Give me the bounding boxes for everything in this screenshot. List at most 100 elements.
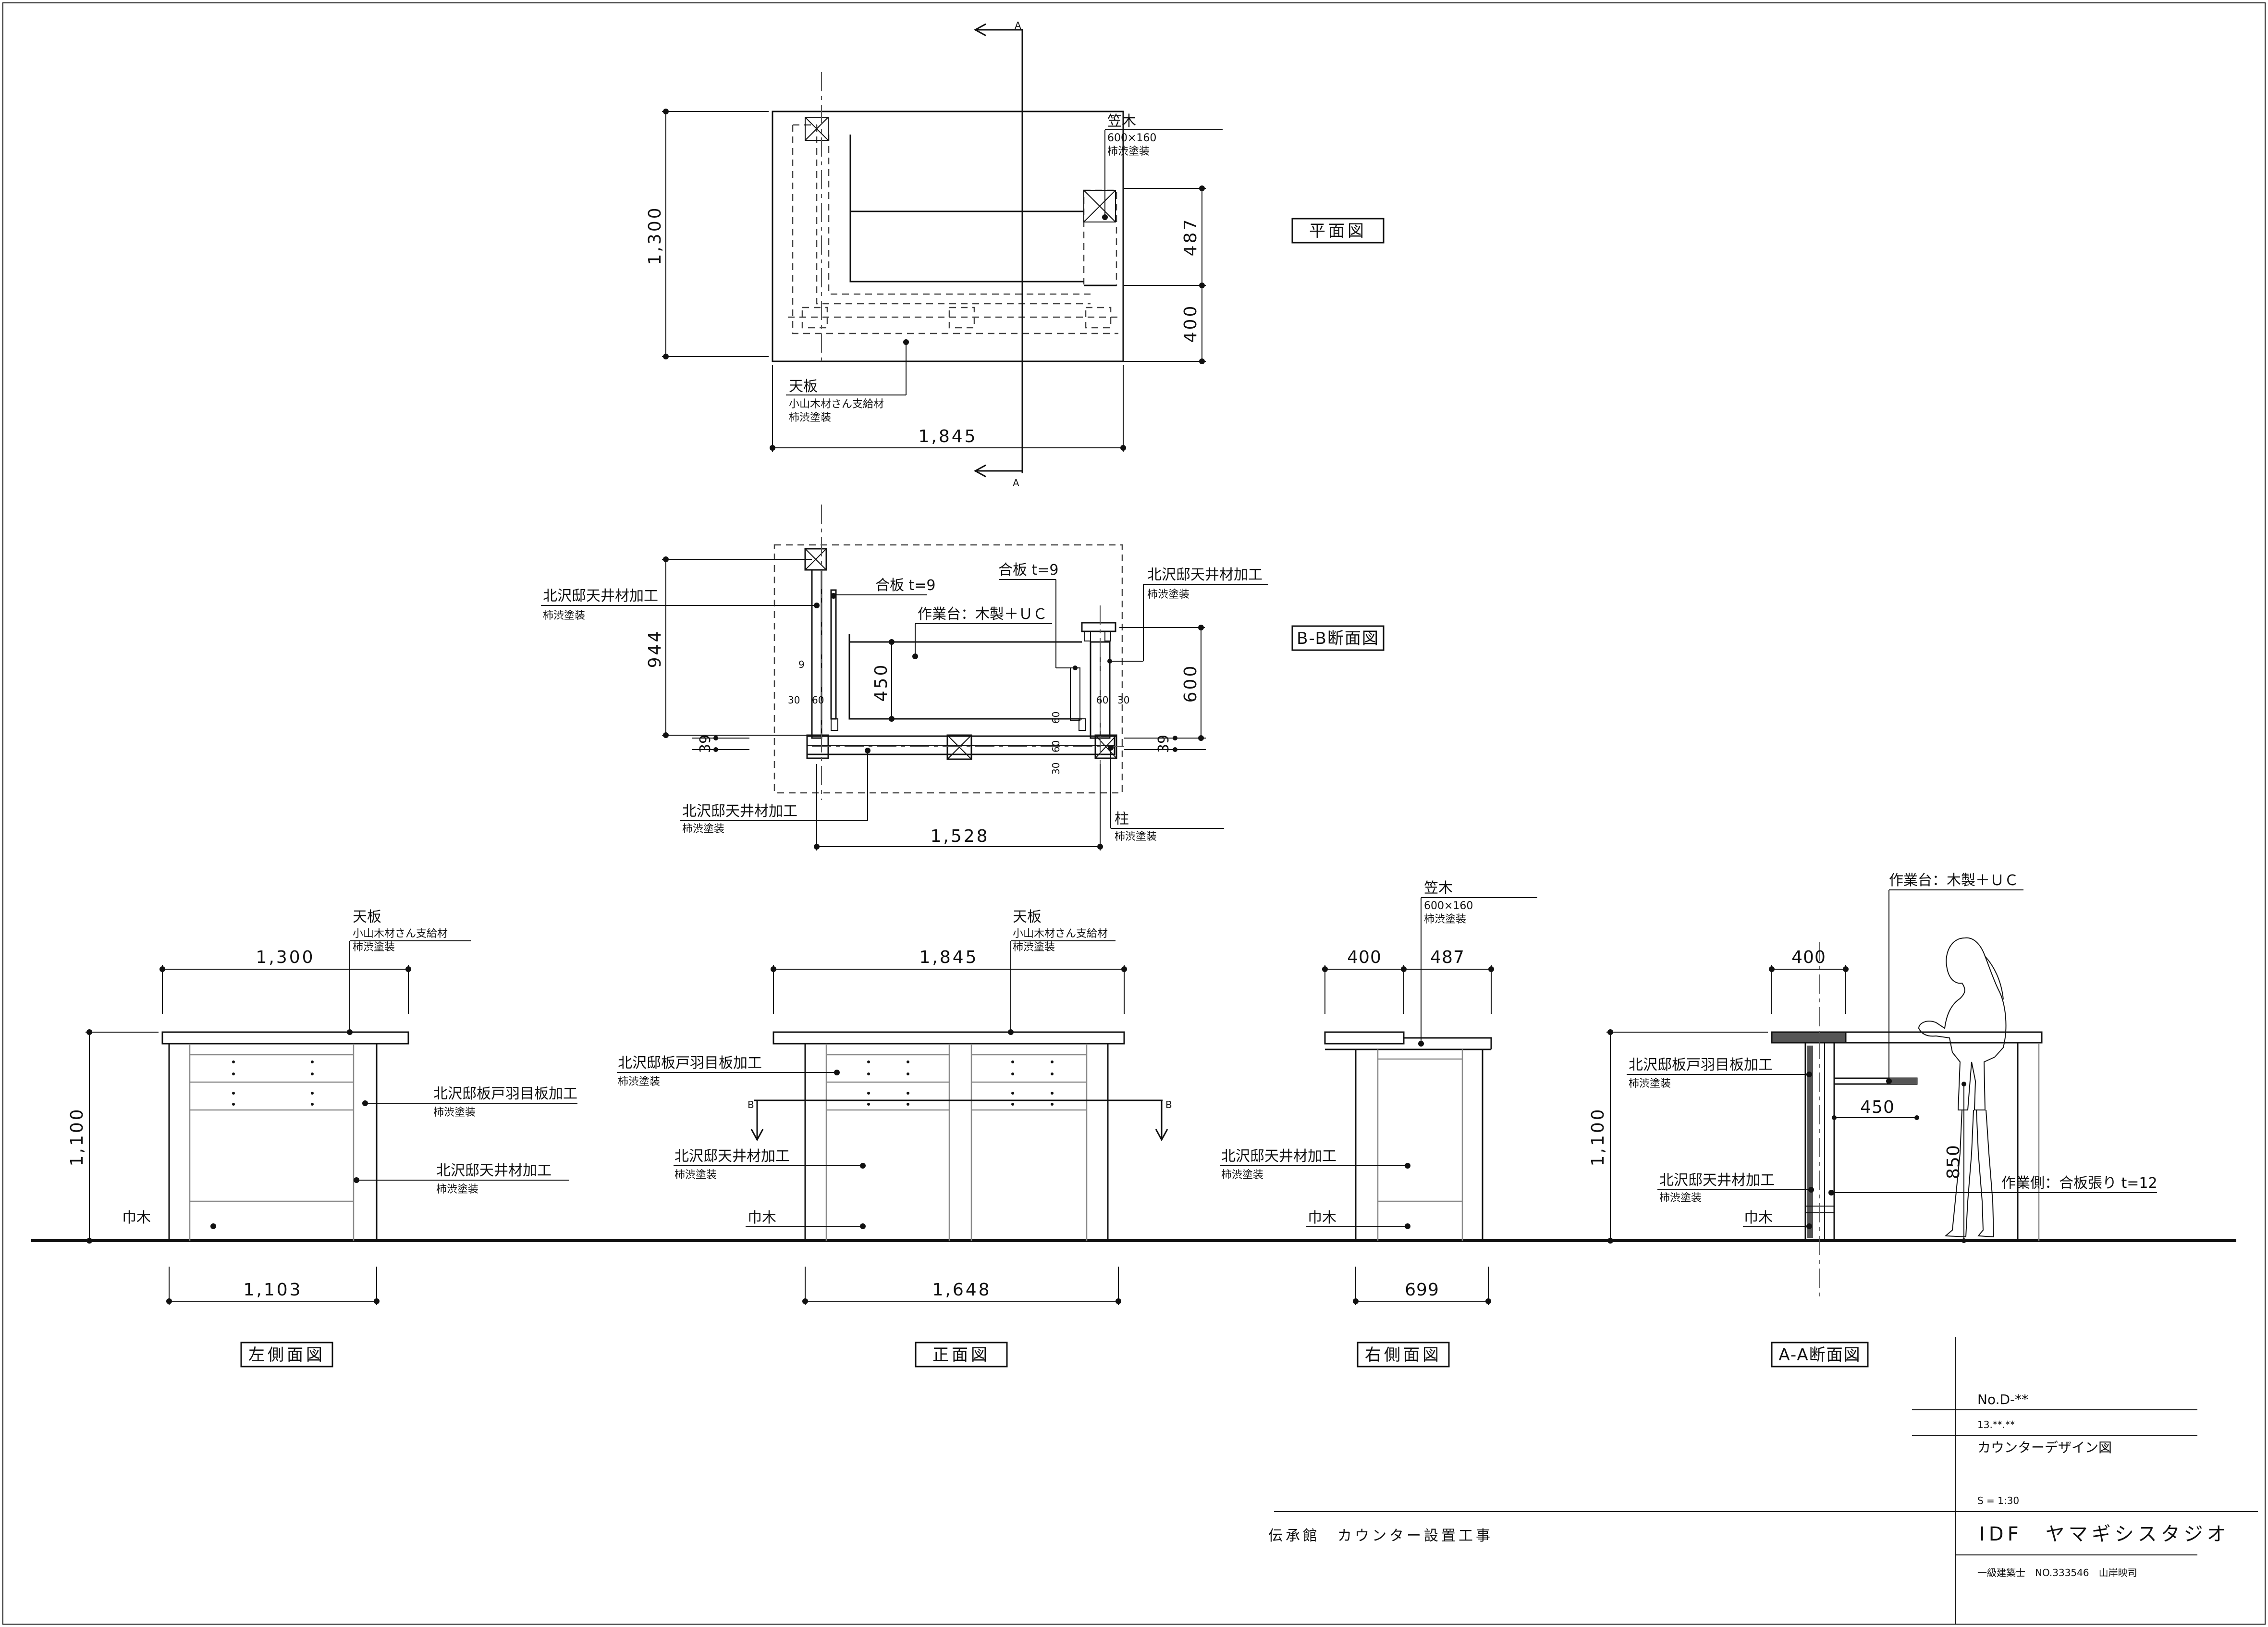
left-view-title: 左側面図 <box>248 1345 325 1365</box>
bb-dim-s60a: 60 <box>1050 712 1062 724</box>
left-note-ceiling-finish: 柿渋塗装 <box>436 1183 478 1196</box>
aa-note-door-finish: 柿渋塗装 <box>1629 1078 1671 1090</box>
tb-license: 一級建築士 NO.333546 山岸映司 <box>1977 1567 2137 1578</box>
plan-view-title: 平面図 <box>1309 222 1367 241</box>
left-dim-height: 1,100 <box>67 1107 87 1166</box>
right-view-title: 右側面図 <box>1365 1345 1442 1365</box>
front-note-ceiling-finish: 柿渋塗装 <box>674 1169 717 1181</box>
right-note-kasagi-finish: 柿渋塗装 <box>1424 913 1466 925</box>
bb-note-column-finish: 柿渋塗装 <box>1115 831 1157 843</box>
right-note-kasagi-size: 600×160 <box>1424 900 1473 912</box>
left-note-door-finish: 柿渋塗装 <box>433 1107 476 1119</box>
front-note-tenban: 天板 <box>1013 909 1042 925</box>
left-side-view: 1,300 1,100 1,103 天板 小山木材さん支給材 柿渋塗装 北沢邸板… <box>67 909 577 1368</box>
front-note-baseboard: 巾木 <box>748 1209 776 1226</box>
aa-note-baseboard: 巾木 <box>1744 1209 1773 1226</box>
plan-section-a-bottom: A <box>1013 477 1019 489</box>
left-note-door: 北沢邸板戸羽目板加工 <box>433 1085 577 1102</box>
front-dim-top: 1,845 <box>919 948 978 967</box>
tb-drawing-name: カウンターデザイン図 <box>1977 1440 2112 1455</box>
tb-drawing-no: No.D-** <box>1977 1392 2028 1407</box>
right-note-ceiling: 北沢邸天井材加工 <box>1221 1148 1336 1165</box>
bb-note-column: 柱 <box>1115 811 1129 827</box>
bb-note-ceiling-left-finish: 柿渋塗装 <box>543 610 585 622</box>
bb-note-plywood-left: 合板 t=9 <box>875 577 936 594</box>
right-note-baseboard: 巾木 <box>1308 1209 1336 1226</box>
bb-dim-s30: 30 <box>1050 763 1062 775</box>
bb-view-title: B-B断面図 <box>1297 629 1379 648</box>
plan-note-tenban-finish: 柿渋塗装 <box>789 412 831 424</box>
right-side-view: 400 487 699 笠木 600×160 柿渋塗装 北沢邸天井材加工 柿渋塗… <box>1220 880 1537 1368</box>
aa-note-work-side: 作業側：合板張り t=12 <box>2001 1175 2158 1192</box>
right-dim-bottom: 699 <box>1405 1280 1439 1300</box>
aa-dim-height: 1,100 <box>1588 1107 1608 1166</box>
plan-section-a-top: A <box>1015 20 1021 31</box>
front-note-door-finish: 柿渋塗装 <box>618 1076 660 1088</box>
tb-scale: S = 1:30 <box>1977 1495 2019 1506</box>
front-note-tenban-source: 小山木材さん支給材 <box>1013 928 1108 940</box>
right-note-ceiling-finish: 柿渋塗装 <box>1221 1169 1263 1181</box>
front-note-door: 北沢邸板戸羽目板加工 <box>618 1055 762 1072</box>
person-figure <box>1918 937 2007 1238</box>
plan-dim-right-lower: 400 <box>1181 304 1201 343</box>
front-dim-bottom: 1,648 <box>932 1280 991 1300</box>
aa-view-title: A-A断面図 <box>1778 1345 1861 1365</box>
left-dim-top: 1,300 <box>256 948 315 967</box>
aa-section-view: 400 1,100 450 850 作業台：木製＋ＵＣ 北沢邸板戸羽目板加工 柿… <box>1588 872 2158 1368</box>
plan-note-tenban-source: 小山木材さん支給材 <box>789 398 884 410</box>
title-block: No.D-** 13.**.** カウンターデザイン図 S = 1:30 伝承館… <box>1268 1337 2258 1624</box>
bb-dim-span: 1,528 <box>930 826 989 846</box>
bb-dim-30a: 30 <box>788 694 800 706</box>
aa-dim-shelf: 450 <box>1860 1097 1895 1117</box>
right-dim-top-left: 400 <box>1347 948 1382 967</box>
tb-date: 13.**.** <box>1977 1419 2015 1430</box>
bb-section-view: 944 450 600 39 39 30 60 9 60 30 60 60 30… <box>541 505 1385 850</box>
plan-dim-right-upper: 487 <box>1181 218 1201 257</box>
aa-note-ceiling: 北沢邸天井材加工 <box>1659 1172 1775 1189</box>
right-dim-top-right: 487 <box>1430 948 1465 967</box>
left-note-tenban-source: 小山木材さん支給材 <box>353 928 448 940</box>
left-dim-bottom: 1,103 <box>243 1280 302 1300</box>
bb-dim-30b: 30 <box>1117 694 1129 706</box>
right-note-kasagi: 笠木 <box>1424 880 1453 897</box>
front-section-b-left: B <box>748 1099 754 1110</box>
front-note-ceiling: 北沢邸天井材加工 <box>674 1148 790 1165</box>
bb-note-ceiling-right-finish: 柿渋塗装 <box>1147 589 1189 601</box>
bb-note-ceiling-left: 北沢邸天井材加工 <box>543 588 658 604</box>
bb-dim-9: 9 <box>798 659 805 670</box>
front-view-title: 正面図 <box>932 1345 990 1365</box>
tb-firm: IDF ヤマギシスタジオ <box>1979 1523 2230 1545</box>
plan-note-tenban: 天板 <box>789 378 818 395</box>
bb-note-worktable: 作業台：木製＋ＵＣ <box>918 606 1047 623</box>
bb-dim-s60b: 60 <box>1050 740 1062 752</box>
aa-note-door: 北沢邸板戸羽目板加工 <box>1629 1057 1773 1073</box>
bb-note-ceiling-bottom: 北沢邸天井材加工 <box>682 803 797 820</box>
bb-dim-60b: 60 <box>1096 694 1108 706</box>
plan-dim-width: 1,845 <box>918 427 977 446</box>
bb-dim-60a: 60 <box>812 694 824 706</box>
aa-note-worktable: 作業台：木製＋ＵＣ <box>1889 872 2019 889</box>
left-note-tenban: 天板 <box>353 909 381 925</box>
bb-note-ceiling-right: 北沢邸天井材加工 <box>1147 567 1263 583</box>
bb-note-ceiling-bottom-finish: 柿渋塗装 <box>682 823 724 835</box>
front-note-tenban-finish: 柿渋塗装 <box>1013 941 1055 953</box>
plan-note-kasagi-size: 600×160 <box>1107 132 1156 144</box>
left-note-tenban-finish: 柿渋塗装 <box>353 941 395 953</box>
left-note-ceiling: 北沢邸天井材加工 <box>436 1162 552 1179</box>
plan-dim-depth: 1,300 <box>645 206 665 265</box>
bb-dim-offset-left: 39 <box>697 735 714 753</box>
bb-note-plywood-right: 合板 t=9 <box>998 562 1059 579</box>
bb-dim-inner: 450 <box>871 663 891 702</box>
left-note-baseboard: 巾木 <box>122 1209 151 1226</box>
aa-note-ceiling-finish: 柿渋塗装 <box>1659 1192 1702 1204</box>
tb-project: 伝承館 カウンター設置工事 <box>1268 1528 1493 1544</box>
aa-dim-top: 400 <box>1791 948 1826 967</box>
plan-view: A A 1,300 1,845 487 400 笠木 600×160 柿渋塗装 … <box>645 20 1385 489</box>
front-view: B B 1,845 1,648 天板 小山木材さん支給材 柿渋塗装 北沢邸板戸羽… <box>617 909 1172 1368</box>
plan-note-kasagi: 笠木 <box>1107 113 1136 130</box>
bb-dim-overall: 944 <box>645 629 665 668</box>
aa-dim-work-height: 850 <box>1944 1145 1963 1179</box>
bb-dim-right: 600 <box>1181 664 1201 703</box>
